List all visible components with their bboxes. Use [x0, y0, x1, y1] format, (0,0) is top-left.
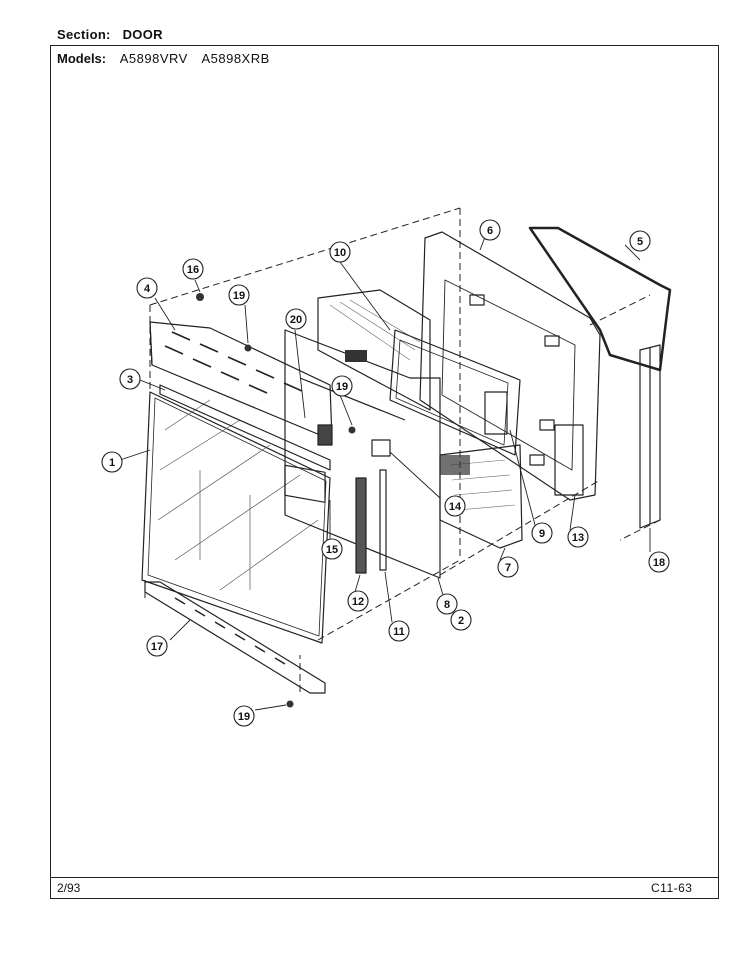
svg-text:5: 5 [637, 236, 643, 248]
callout-16: 16 [182, 258, 204, 280]
door-bottom-trim [144, 581, 326, 694]
model-number-2: A5898XRB [201, 51, 270, 66]
models-label: Models: [57, 51, 107, 66]
insulation-pack [317, 289, 523, 549]
callout-7: 7 [497, 556, 519, 578]
svg-text:10: 10 [334, 247, 346, 259]
svg-text:19: 19 [233, 290, 245, 302]
leader-lines [119, 236, 651, 711]
svg-text:18: 18 [653, 557, 665, 569]
wire-connector [371, 439, 391, 457]
hinge-area [554, 424, 584, 496]
svg-text:16: 16 [187, 264, 199, 276]
svg-text:17: 17 [151, 641, 163, 653]
svg-text:8: 8 [444, 599, 450, 611]
callouts: 1 2 3 4 5 6 7 8 9 10 11 12 13 14 15 16 1… [101, 219, 670, 727]
control-panel [149, 321, 333, 441]
svg-text:12: 12 [352, 596, 364, 608]
footer-page-code: C11-63 [651, 881, 693, 895]
door-outer-glass [141, 391, 331, 644]
section-label: Section: [57, 27, 111, 42]
callout-5: 5 [629, 230, 651, 252]
callout-14: 14 [444, 495, 466, 517]
svg-text:1: 1 [109, 457, 115, 469]
callout-1: 1 [101, 451, 123, 473]
section-heading: Section: DOOR [57, 27, 163, 42]
callout-11: 11 [388, 620, 410, 642]
svg-text:14: 14 [449, 501, 462, 513]
svg-text:19: 19 [336, 381, 348, 393]
door-gasket [528, 226, 672, 372]
diagram-frame [50, 45, 719, 899]
svg-text:20: 20 [290, 314, 302, 326]
callout-15: 15 [321, 538, 343, 560]
callout-2: 2 [450, 609, 472, 631]
svg-text:7: 7 [505, 562, 511, 574]
callout-4: 4 [136, 277, 158, 299]
callout-19-mid: 19 [331, 375, 353, 397]
svg-text:9: 9 [539, 528, 545, 540]
door-trim-strip [159, 384, 331, 471]
door-switch-assembly [284, 424, 333, 503]
svg-text:11: 11 [393, 626, 405, 638]
callout-19-bottom: 19 [233, 705, 255, 727]
door-liner [419, 231, 601, 501]
callout-6: 6 [479, 219, 501, 241]
svg-text:6: 6 [487, 225, 493, 237]
callout-17: 17 [146, 635, 168, 657]
svg-text:15: 15 [326, 544, 338, 556]
footer-divider [50, 877, 719, 878]
door-side-trim [639, 344, 661, 529]
callout-12: 12 [347, 590, 369, 612]
callout-13: 13 [567, 526, 589, 548]
callout-20: 20 [285, 308, 307, 330]
svg-text:4: 4 [144, 283, 151, 295]
section-value: DOOR [122, 27, 163, 42]
callout-18: 18 [648, 551, 670, 573]
models-heading: Models: A5898VRV A5898XRB [57, 51, 270, 66]
svg-text:13: 13 [572, 532, 584, 544]
footer-date: 2/93 [57, 881, 81, 895]
callout-19-top: 19 [228, 284, 250, 306]
callout-10: 10 [329, 241, 351, 263]
callout-8: 8 [436, 593, 458, 615]
svg-text:2: 2 [458, 615, 464, 627]
inner-glass-frame [389, 329, 521, 456]
model-number-1: A5898VRV [119, 51, 188, 66]
hinge-bars [355, 469, 387, 574]
screws [196, 293, 356, 708]
svg-text:19: 19 [238, 711, 250, 723]
svg-text:3: 3 [127, 374, 133, 386]
callout-3: 3 [119, 368, 141, 390]
callout-9: 9 [531, 522, 553, 544]
